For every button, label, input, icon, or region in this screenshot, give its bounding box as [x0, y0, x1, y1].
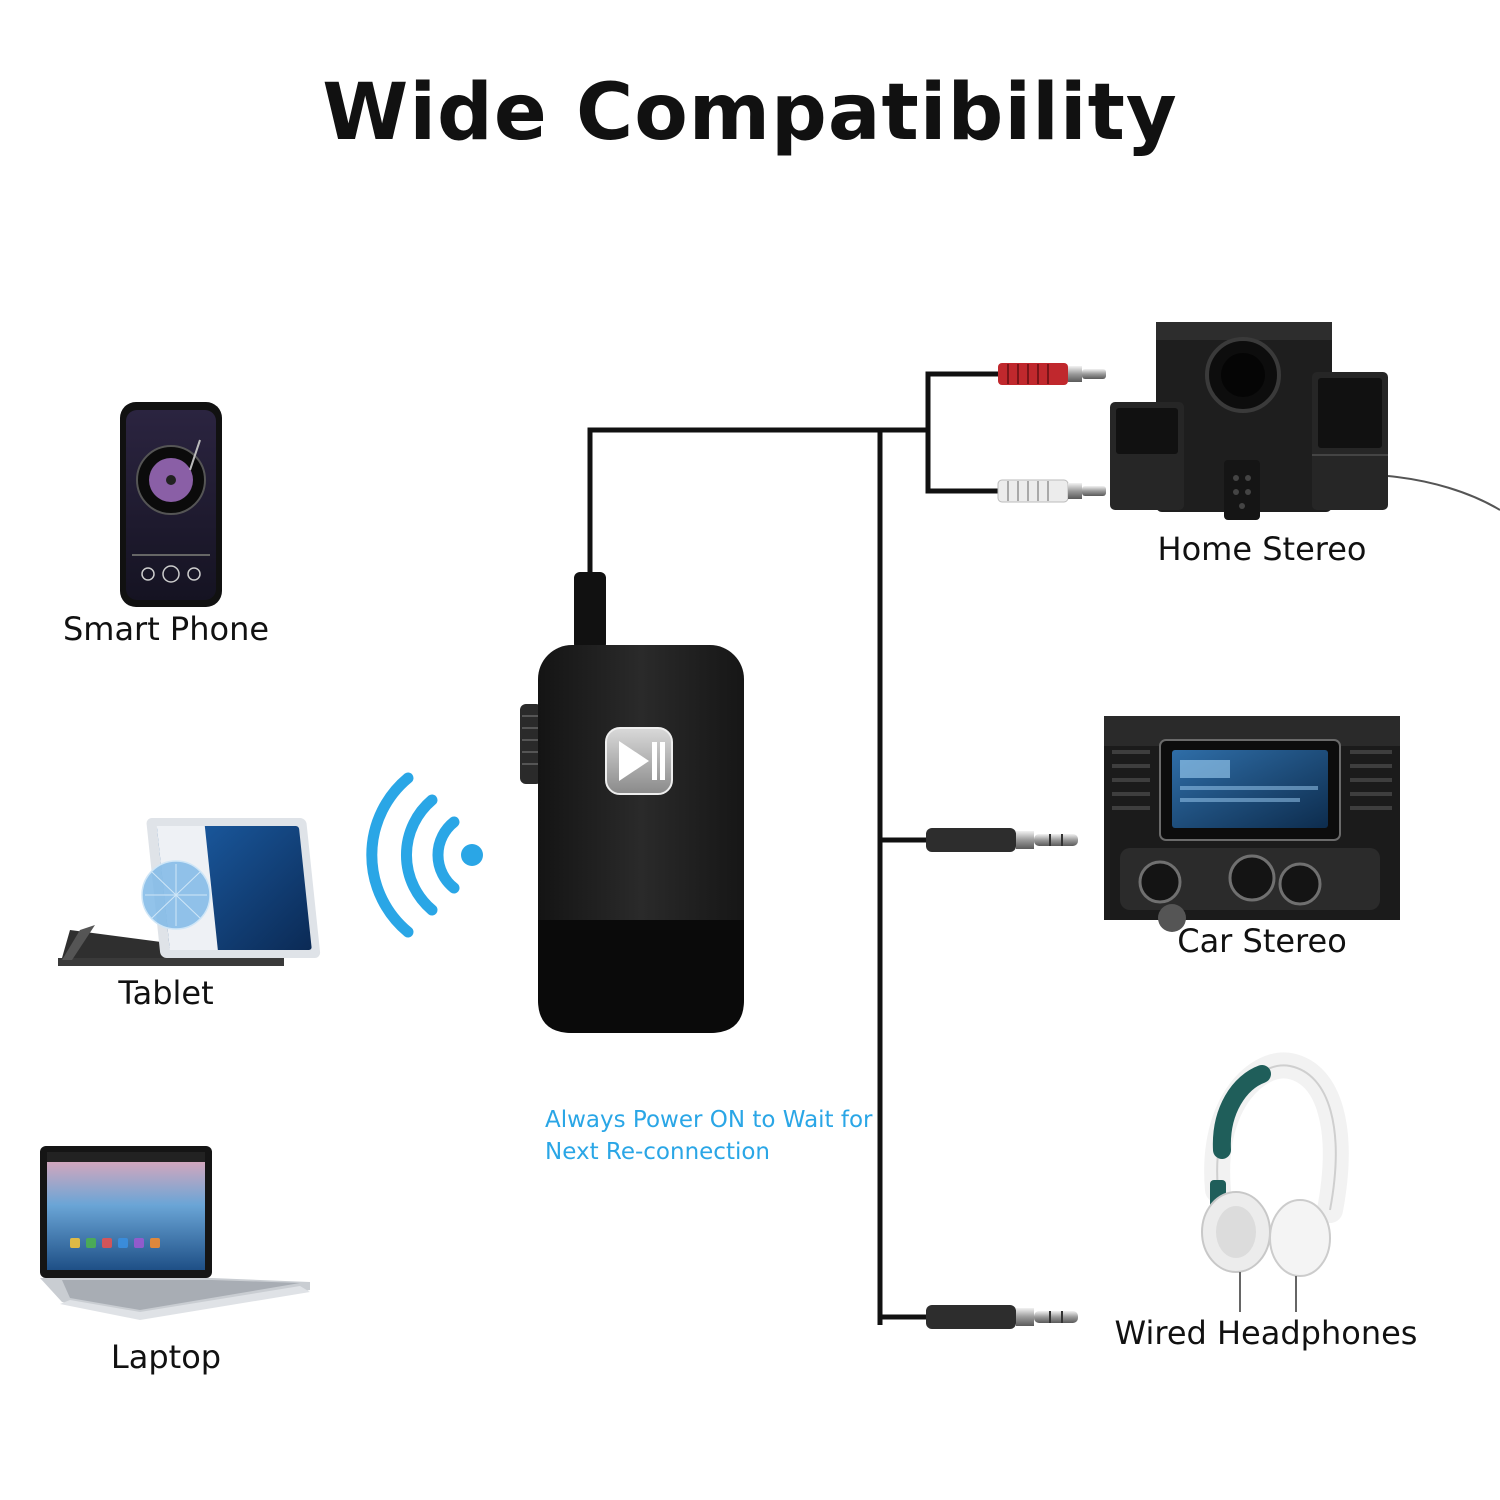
tablet-icon	[58, 818, 321, 966]
source-label-laptop: Laptop	[110, 1338, 222, 1376]
output-label-wired-headphones: Wired Headphones	[1114, 1314, 1418, 1352]
speaker-system-icon	[1110, 322, 1500, 520]
page-title: Wide Compatibility	[322, 68, 1178, 158]
headphones-icon	[1201, 1052, 1349, 1312]
smartphone-icon	[120, 402, 222, 607]
power-note-line-1: Always Power ON to Wait for	[545, 1107, 873, 1133]
audio-cable	[587, 371, 998, 1325]
aux-plug-icon	[926, 828, 1078, 852]
output-label-car-stereo: Car Stereo	[1177, 922, 1347, 960]
source-label-smart-phone: Smart Phone	[62, 610, 270, 648]
laptop-icon	[40, 1146, 310, 1320]
rca-plug-icon	[998, 363, 1106, 385]
source-label-tablet: Tablet	[118, 974, 214, 1012]
power-note-line-2: Next Re-connection	[545, 1139, 771, 1165]
rca-plug-icon	[997, 479, 1106, 503]
wireless-signal-icon	[366, 772, 483, 938]
play-pause-icon	[605, 727, 673, 795]
power-note: Always Power ON to Wait for Next Re-conn…	[545, 1104, 873, 1168]
aux-plug-icon	[926, 1305, 1078, 1329]
output-label-home-stereo: Home Stereo	[1157, 530, 1367, 568]
bluetooth-receiver-icon	[520, 572, 744, 1033]
car-dashboard-icon	[1104, 716, 1400, 932]
